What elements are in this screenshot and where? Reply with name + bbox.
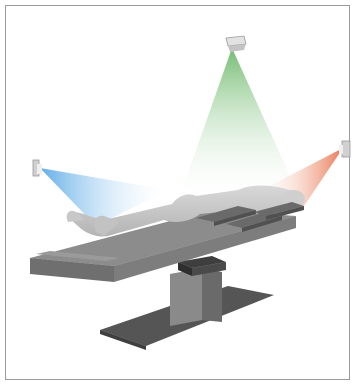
- ceiling-camera-icon: [226, 36, 246, 52]
- left-camera-icon: [33, 160, 42, 176]
- ceiling-camera-cone: [182, 48, 300, 198]
- table-pillar: [170, 256, 226, 326]
- right-camera-icon: [339, 141, 350, 157]
